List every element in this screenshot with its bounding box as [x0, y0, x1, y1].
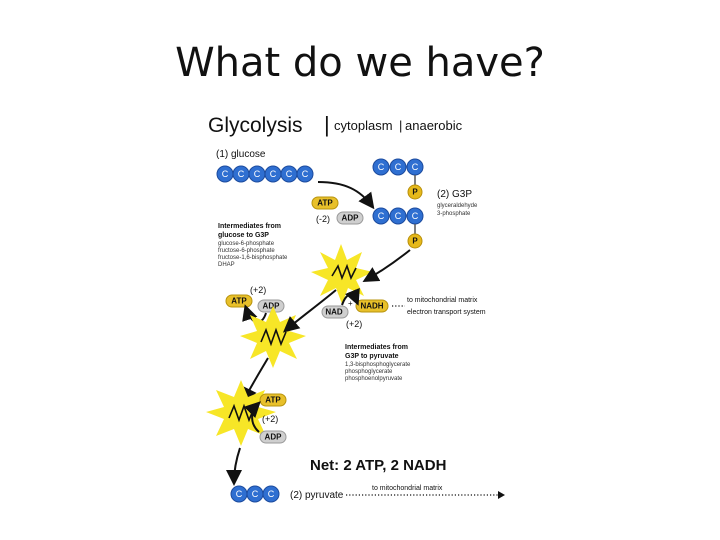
pyruvate-label: (2) pyruvate: [290, 490, 344, 501]
inter1-header-2: glucose to G3P: [218, 232, 269, 239]
title-separator: |: [324, 112, 330, 137]
nadh-pill: NADH: [355, 299, 389, 313]
carbon-bead: C: [296, 165, 314, 183]
atp-minus2: (-2): [316, 214, 330, 224]
svg-text:C: C: [395, 211, 402, 221]
inter2-item: 1,3-bisphosphoglycerate: [345, 362, 411, 368]
svg-text:P: P: [412, 188, 418, 197]
carbon-bead: C: [248, 165, 266, 183]
svg-text:C: C: [302, 169, 309, 179]
svg-text:C: C: [270, 169, 277, 179]
inter2-header-2: G3P to pyruvate: [345, 353, 399, 360]
svg-text:ADP: ADP: [265, 433, 283, 442]
atp-plus2-1: (+2): [250, 285, 266, 295]
g3p-molecule-top: C C C P: [372, 158, 424, 200]
svg-text:NAD: NAD: [325, 308, 343, 317]
svg-text:ADP: ADP: [342, 214, 360, 223]
g3p-full-1: glyceraldehyde: [437, 203, 478, 209]
svg-text:C: C: [378, 162, 385, 172]
adp-pill-1: ADP: [336, 211, 364, 225]
carbon-bead: C: [280, 165, 298, 183]
svg-text:ATP: ATP: [317, 199, 333, 208]
condition-sep: |: [399, 118, 402, 133]
svg-text:NADH: NADH: [360, 302, 383, 311]
carbon-bead: C: [216, 165, 234, 183]
arrow-g3p-to-burst: [362, 249, 411, 282]
arrow-to-pyruvate: [226, 447, 243, 486]
g3p-molecule-bottom: C C C P: [372, 207, 424, 249]
atp-pill-3: ATP: [259, 393, 287, 407]
inter2-item: phosphoglycerate: [345, 369, 393, 375]
svg-text:C: C: [412, 211, 419, 221]
to-matrix-label-2: to mitochondrial matrix: [372, 485, 443, 492]
carbon-bead: C: [232, 165, 250, 183]
svg-text:C: C: [254, 169, 261, 179]
pyruvate-molecule: C C C: [230, 485, 280, 503]
svg-text:ATP: ATP: [231, 297, 247, 306]
svg-text:P: P: [412, 237, 418, 246]
atp-pill-2: ATP: [225, 294, 253, 308]
to-matrix-arrowhead-2: [498, 491, 505, 499]
svg-text:C: C: [268, 489, 275, 499]
nad-curve: [341, 287, 360, 306]
inter1-item: glucose-6-phosphate: [218, 241, 275, 247]
adp-pill-3: ADP: [259, 430, 287, 444]
nadh-plus2: (+2): [346, 319, 362, 329]
adp-to-atp-curve-2: [243, 401, 261, 433]
inter1-item: fructose-1,6-bisphosphate: [218, 255, 288, 261]
inter2-item: phosphoenolpyruvate: [345, 376, 403, 382]
svg-text:C: C: [236, 489, 243, 499]
energy-burst-1: [311, 244, 373, 304]
atp-plus2-2: (+2): [262, 414, 278, 424]
svg-text:C: C: [238, 169, 245, 179]
condition-label: anaerobic: [405, 118, 463, 133]
g3p-label: (2) G3P: [437, 189, 472, 200]
location-label: cytoplasm: [334, 118, 393, 133]
inter1-item: DHAP: [218, 262, 235, 268]
atp-pill-1: ATP: [311, 196, 339, 210]
inter2-header-1: Intermediates from: [345, 344, 408, 351]
nad-pill: NAD: [321, 305, 349, 319]
glucose-molecule: C C C C C C: [216, 165, 314, 183]
glucose-label: (1) glucose: [216, 149, 266, 160]
adp-pill-2: ADP: [257, 299, 285, 313]
svg-text:ADP: ADP: [263, 302, 281, 311]
step1-arrow: [317, 181, 375, 210]
zigzag-1: [331, 263, 357, 281]
g3p-full-2: 3-phosphate: [437, 211, 471, 217]
svg-text:C: C: [412, 162, 419, 172]
to-matrix-label-1: to mitochondrial matrix: [407, 297, 478, 304]
to-ets-label: electron transport system: [407, 309, 486, 316]
svg-text:C: C: [378, 211, 385, 221]
nad-charge: +: [348, 299, 353, 308]
svg-text:C: C: [222, 169, 229, 179]
svg-text:C: C: [395, 162, 402, 172]
arrow-burst1-to-burst2: [282, 289, 337, 333]
svg-text:C: C: [286, 169, 293, 179]
svg-text:C: C: [252, 489, 259, 499]
inter1-item: fructose-6-phosphate: [218, 248, 275, 254]
diagram-title: Glycolysis: [208, 114, 303, 137]
inter1-header-1: Intermediates from: [218, 223, 281, 230]
svg-text:ATP: ATP: [265, 396, 281, 405]
carbon-bead: C: [264, 165, 282, 183]
zigzag-2: [260, 327, 287, 347]
net-yield: Net: 2 ATP, 2 NADH: [310, 457, 446, 474]
slide-title: What do we have?: [175, 40, 545, 86]
